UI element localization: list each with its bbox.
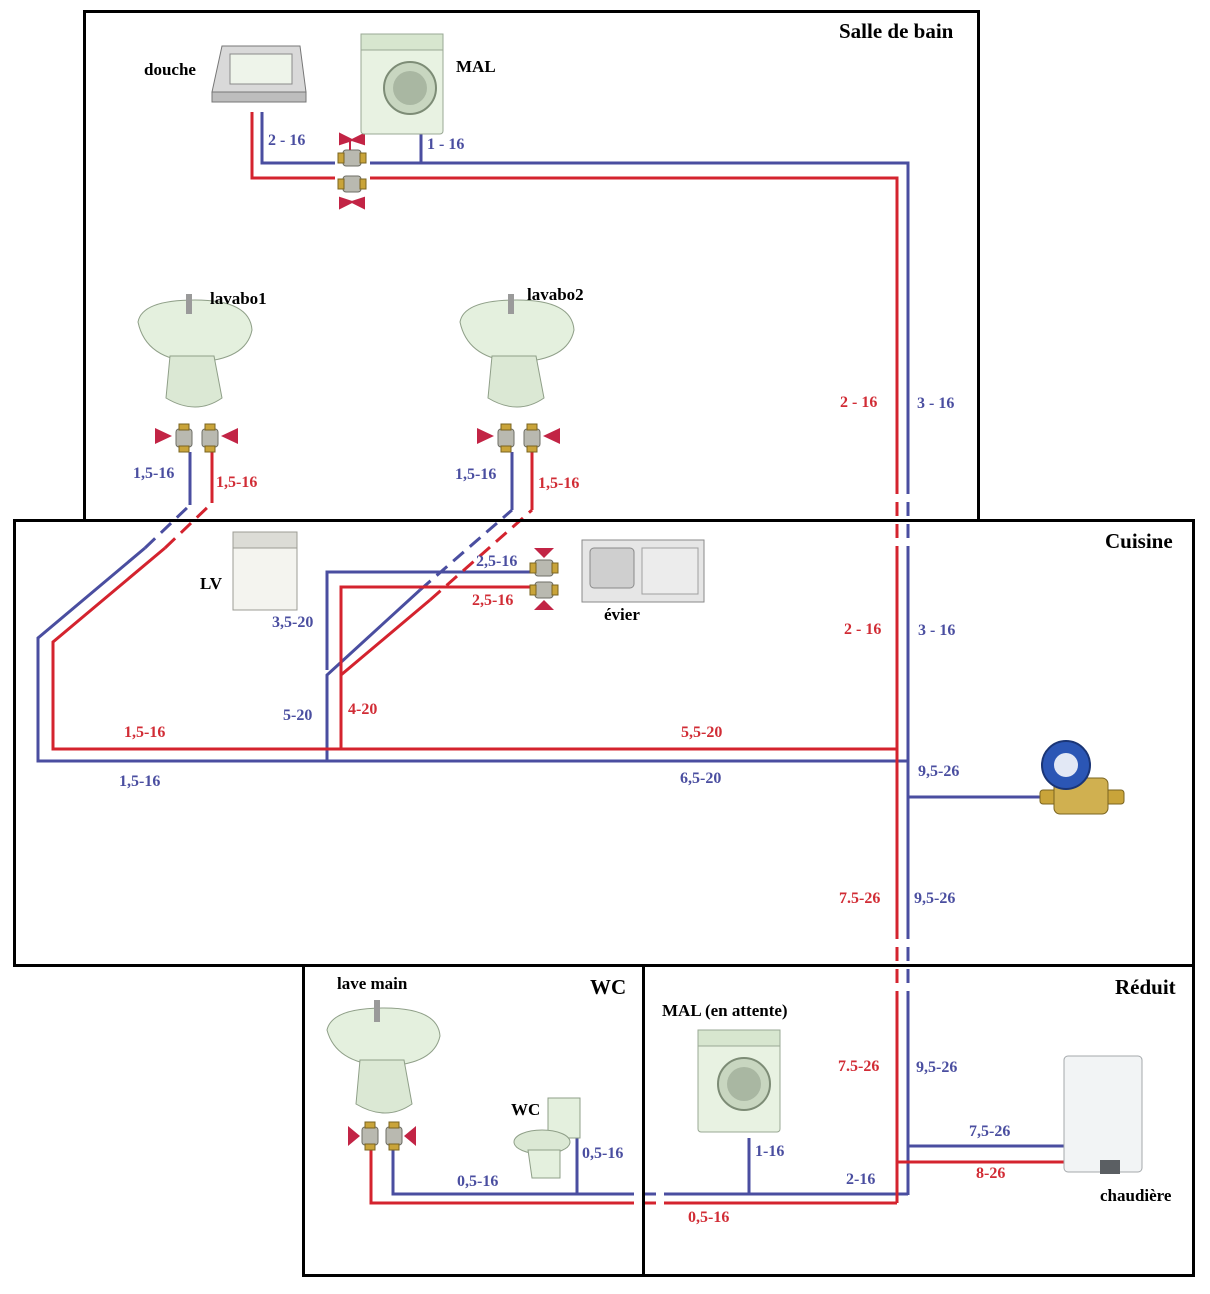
fixture-label-wc: WC: [511, 1100, 541, 1119]
fixture-label-lv: LV: [200, 574, 223, 593]
pipe-douche-hot: [250, 112, 335, 180]
pipe-douche-cold: [260, 112, 335, 165]
pipe-label-sdb-riser-cold: 3 - 16: [917, 395, 955, 412]
room-label-wc: WC: [590, 975, 627, 999]
pipe-lavabo2-cold-dash: [419, 508, 513, 592]
fixture-label-douche: douche: [144, 60, 196, 79]
pipe-main-cold: [36, 546, 908, 763]
fixture-label-lave-main: lave main: [337, 974, 408, 993]
washbasin-icon: [326, 1000, 441, 1114]
fixture-label-chaudiere: chaudière: [1100, 1186, 1172, 1205]
pipe-main-hot: [51, 546, 897, 751]
water-meter-icon: [1039, 740, 1125, 815]
washing-machine-icon: [697, 1029, 781, 1133]
pipe-label-lavabo1-hot: 1,5-16: [216, 474, 258, 491]
washing-machine-icon: [360, 33, 444, 135]
pipe-label-lavabo2-hot: 1,5-16: [538, 475, 580, 492]
pipe-label-reduit-cold-return: 2-16: [846, 1171, 876, 1188]
sink-icon: [581, 539, 705, 603]
pipe-label-main-hot-left: 1,5-16: [124, 724, 166, 741]
pipe-label-lower-hot: 7.5-26: [839, 890, 881, 907]
shower-tray-icon: [211, 45, 307, 103]
pipe-label-sdb-riser-hot: 2 - 16: [840, 394, 878, 411]
room-label-reduit: Réduit: [1115, 975, 1176, 999]
pipe-label-main-cold-left: 1,5-16: [119, 773, 161, 790]
toilet-icon: [513, 1097, 581, 1179]
pipe-lavabo1-hot-dash: [163, 501, 214, 550]
pipe-label-douche-cold: 2 - 16: [268, 132, 306, 149]
pipe-lavabo1-cold-dash: [143, 503, 192, 550]
pipe-label-reduit-hot: 7.5-26: [838, 1058, 880, 1075]
room-salle-de-bain: [83, 10, 980, 522]
valve-handle-icon: [155, 428, 238, 444]
washbasin-icon: [137, 294, 253, 408]
fixture-label-lavabo1: lavabo1: [210, 289, 267, 308]
pipe-label-boiler-cold: 7,5-26: [969, 1123, 1011, 1140]
pipe-label-cuisine-riser-hot: 2 - 16: [844, 621, 882, 638]
pipe-label-reduit-cold: 9,5-26: [916, 1059, 958, 1076]
pipe-lave-main-hot: [369, 1140, 620, 1205]
pipe-lavabo2-hot-dash: [429, 508, 533, 602]
pipe-mal-cold: [370, 161, 910, 480]
ball-valve-icon[interactable]: [337, 132, 367, 167]
pipe-label-bottom-hot: 0,5-16: [688, 1209, 730, 1226]
pipe-label-mal-attente-cold: 1-16: [755, 1143, 785, 1160]
pipe-sdb-hot: [370, 176, 899, 480]
pipe-branch-cold: [325, 588, 422, 761]
boiler-icon: [1063, 1055, 1143, 1174]
room-label-salle-de-bain: Salle de bain: [839, 19, 954, 43]
room-label-cuisine: Cuisine: [1105, 529, 1173, 553]
fixture-label-mal: MAL: [456, 57, 496, 76]
cold-water-pipes: [36, 112, 1064, 1196]
pipe-label-lv-cold: 3,5-20: [272, 614, 314, 631]
fixture-label-evier: évier: [604, 605, 640, 624]
pipe-label-lave-main-cold: 0,5-16: [457, 1173, 499, 1190]
pipe-lv-cold: [325, 570, 530, 670]
pipe-label-wc-cold: 0,5-16: [582, 1145, 624, 1162]
pipe-label-branch-hot: 4-20: [348, 701, 378, 718]
hot-water-pipes: [51, 112, 1064, 1205]
pipe-evier-hot: [339, 585, 530, 680]
ball-valve-icon[interactable]: [337, 175, 367, 210]
pipe-label-boiler-hot: 8-26: [976, 1165, 1006, 1182]
washbasin-icon: [459, 294, 575, 408]
pipe-label-mal-cold: 1 - 16: [427, 136, 465, 153]
pipe-label-lavabo2-cold: 1,5-16: [455, 466, 497, 483]
pipe-label-main-hot-right: 5,5-20: [681, 724, 723, 741]
pipe-label-evier-cold: 2,5-16: [476, 553, 518, 570]
room-wc: [302, 964, 645, 1277]
room-cuisine: [13, 519, 1195, 967]
pipe-label-meter-out: 9,5-26: [918, 763, 960, 780]
pipe-label-lavabo1-cold: 1,5-16: [133, 465, 175, 482]
pipe-label-branch-cold: 5-20: [283, 707, 313, 724]
valve-handle-icon: [477, 428, 560, 444]
room-reduit: [642, 964, 1195, 1277]
pipe-lave-main-cold: [391, 1140, 620, 1196]
fixture-label-mal-attente: MAL (en attente): [662, 1001, 788, 1020]
pipe-label-main-cold-right: 6,5-20: [680, 770, 722, 787]
fixture-label-lavabo2: lavabo2: [527, 285, 584, 304]
dishwasher-icon: [232, 531, 298, 611]
pipe-label-cuisine-riser-cold: 3 - 16: [918, 622, 956, 639]
pipe-label-lower-cold: 9,5-26: [914, 890, 956, 907]
pipe-label-evier-hot: 2,5-16: [472, 592, 514, 609]
